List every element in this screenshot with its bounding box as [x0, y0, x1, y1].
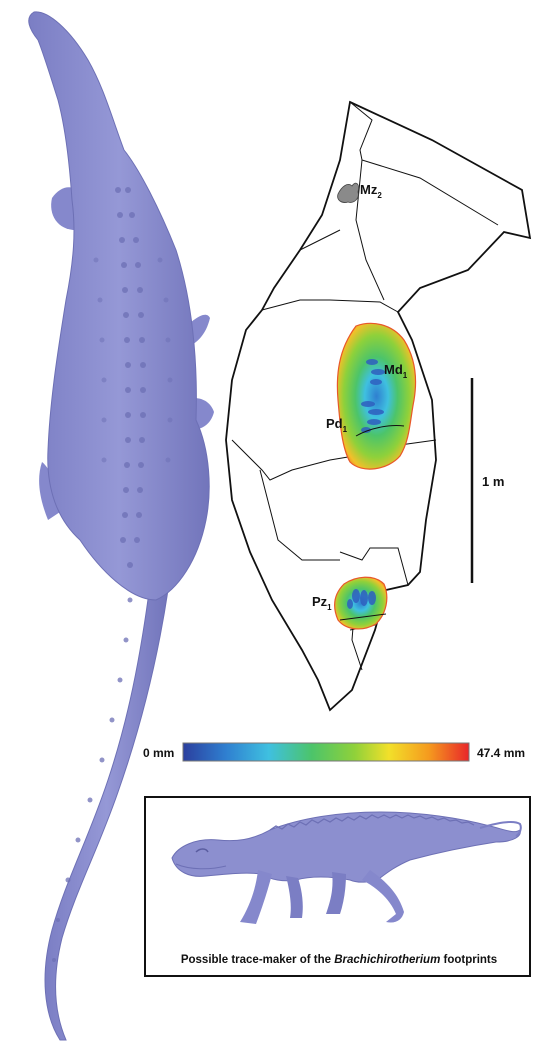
trackway-slab: Mz2 Md1 Pd1 Pz1	[226, 102, 530, 710]
md1-pd1-heightmap	[337, 323, 415, 469]
pz1-heightmap	[335, 577, 387, 629]
color-scale: 0 mm 47.4 mm	[143, 743, 525, 761]
color-scale-min-label: 0 mm	[143, 746, 174, 760]
color-scale-max-label: 47.4 mm	[477, 746, 525, 760]
scale-bar: 1 m	[472, 378, 504, 583]
trace-maker-inset	[145, 797, 530, 976]
scale-bar-label: 1 m	[482, 474, 504, 489]
inset-caption: Possible trace-maker of the Brachichirot…	[146, 954, 532, 966]
color-scale-bar	[183, 743, 469, 761]
